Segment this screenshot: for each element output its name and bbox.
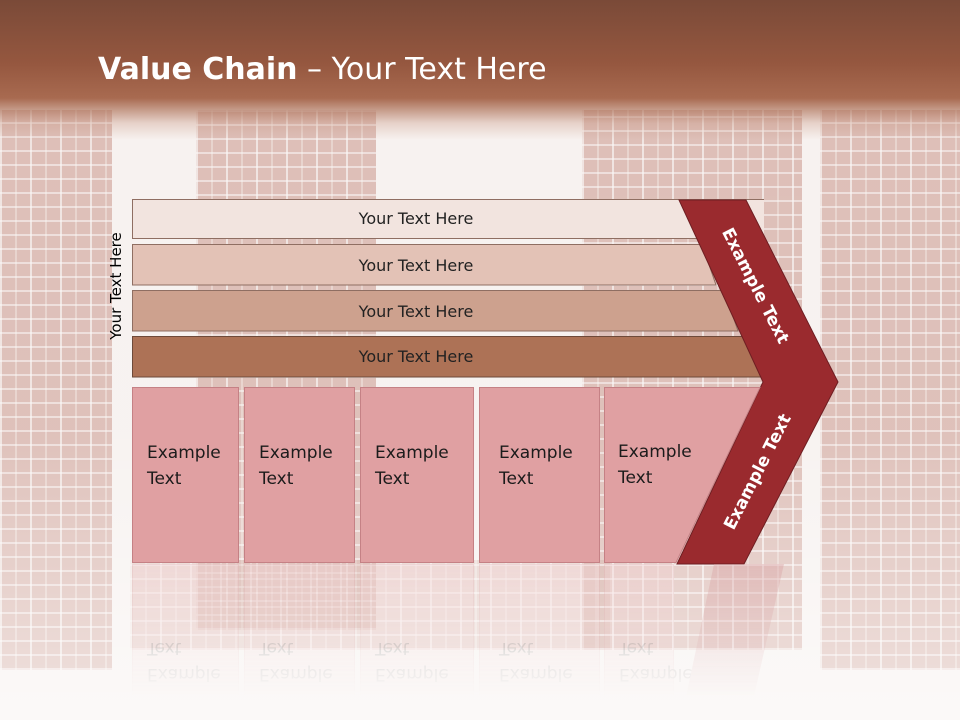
reflected-line-2: Text <box>499 638 534 658</box>
activity-cell-1: Example Text <box>132 387 239 563</box>
banner-label: Your Text Here <box>358 347 474 366</box>
cell-5-fill <box>604 387 761 563</box>
cell-line-1: Example <box>499 443 573 463</box>
reflected-line-1: Example <box>147 664 221 684</box>
reflection-inner: Example Text Example Text Example Text E… <box>0 564 960 720</box>
reflected-cell: Example Text <box>479 564 600 720</box>
cell-line-1: Example <box>618 442 692 462</box>
banner-shape <box>132 244 717 286</box>
reflected-chevron <box>677 564 784 720</box>
reflected-cell: Example Text <box>244 564 355 720</box>
page-title: Value Chain – Your Text Here <box>98 52 547 87</box>
activity-cell-5-shape <box>604 387 761 563</box>
cell-line-2: Text <box>499 469 534 489</box>
banner-row-2: Your Text Here <box>132 244 764 286</box>
banner-shape <box>132 290 739 332</box>
cell-line-1: Example <box>375 443 449 463</box>
reflected-line-2: Text <box>259 638 294 658</box>
reflected-line-2: Text <box>375 638 410 658</box>
reflected-line-1: Example <box>499 664 573 684</box>
cell-line-2: Text <box>375 469 410 489</box>
activity-cell-5: Example Text <box>604 387 714 563</box>
reflected-line-2: Text <box>147 638 182 658</box>
title-band <box>0 0 960 140</box>
banner-label: Your Text Here <box>358 209 474 228</box>
banner-row-1: Your Text Here <box>132 199 764 239</box>
reflected-line-1: Example <box>259 664 333 684</box>
reflected-cell: Example Text <box>360 564 474 720</box>
activity-cell-4: Example Text <box>479 387 600 563</box>
banner-fill <box>132 244 717 286</box>
reflection: Example Text Example Text Example Text E… <box>0 564 960 720</box>
cell-line-2: Text <box>259 469 294 489</box>
reflected-line-1: Example <box>375 664 449 684</box>
banner-fill <box>132 290 739 332</box>
cell-line-1: Example <box>147 443 221 463</box>
reflected-line-2: Text <box>619 638 654 658</box>
cell-line-2: Text <box>147 469 182 489</box>
activity-cell-3: Example Text <box>360 387 474 563</box>
title-bold: Value Chain <box>98 52 298 87</box>
banner-fill <box>132 199 764 239</box>
banner-label: Your Text Here <box>358 302 474 321</box>
activity-cell-2: Example Text <box>244 387 355 563</box>
reflected-chevron-shape <box>677 564 784 720</box>
reflected-cell: Example Text <box>132 564 239 720</box>
title-rest: – Your Text Here <box>297 52 547 87</box>
banner-row-3: Your Text Here <box>132 290 764 332</box>
banner-shape <box>132 199 764 239</box>
reflected-cell: Example Text <box>604 564 693 720</box>
cell-line-2: Text <box>618 468 653 488</box>
banner-label: Your Text Here <box>358 256 474 275</box>
cell-line-1: Example <box>259 443 333 463</box>
